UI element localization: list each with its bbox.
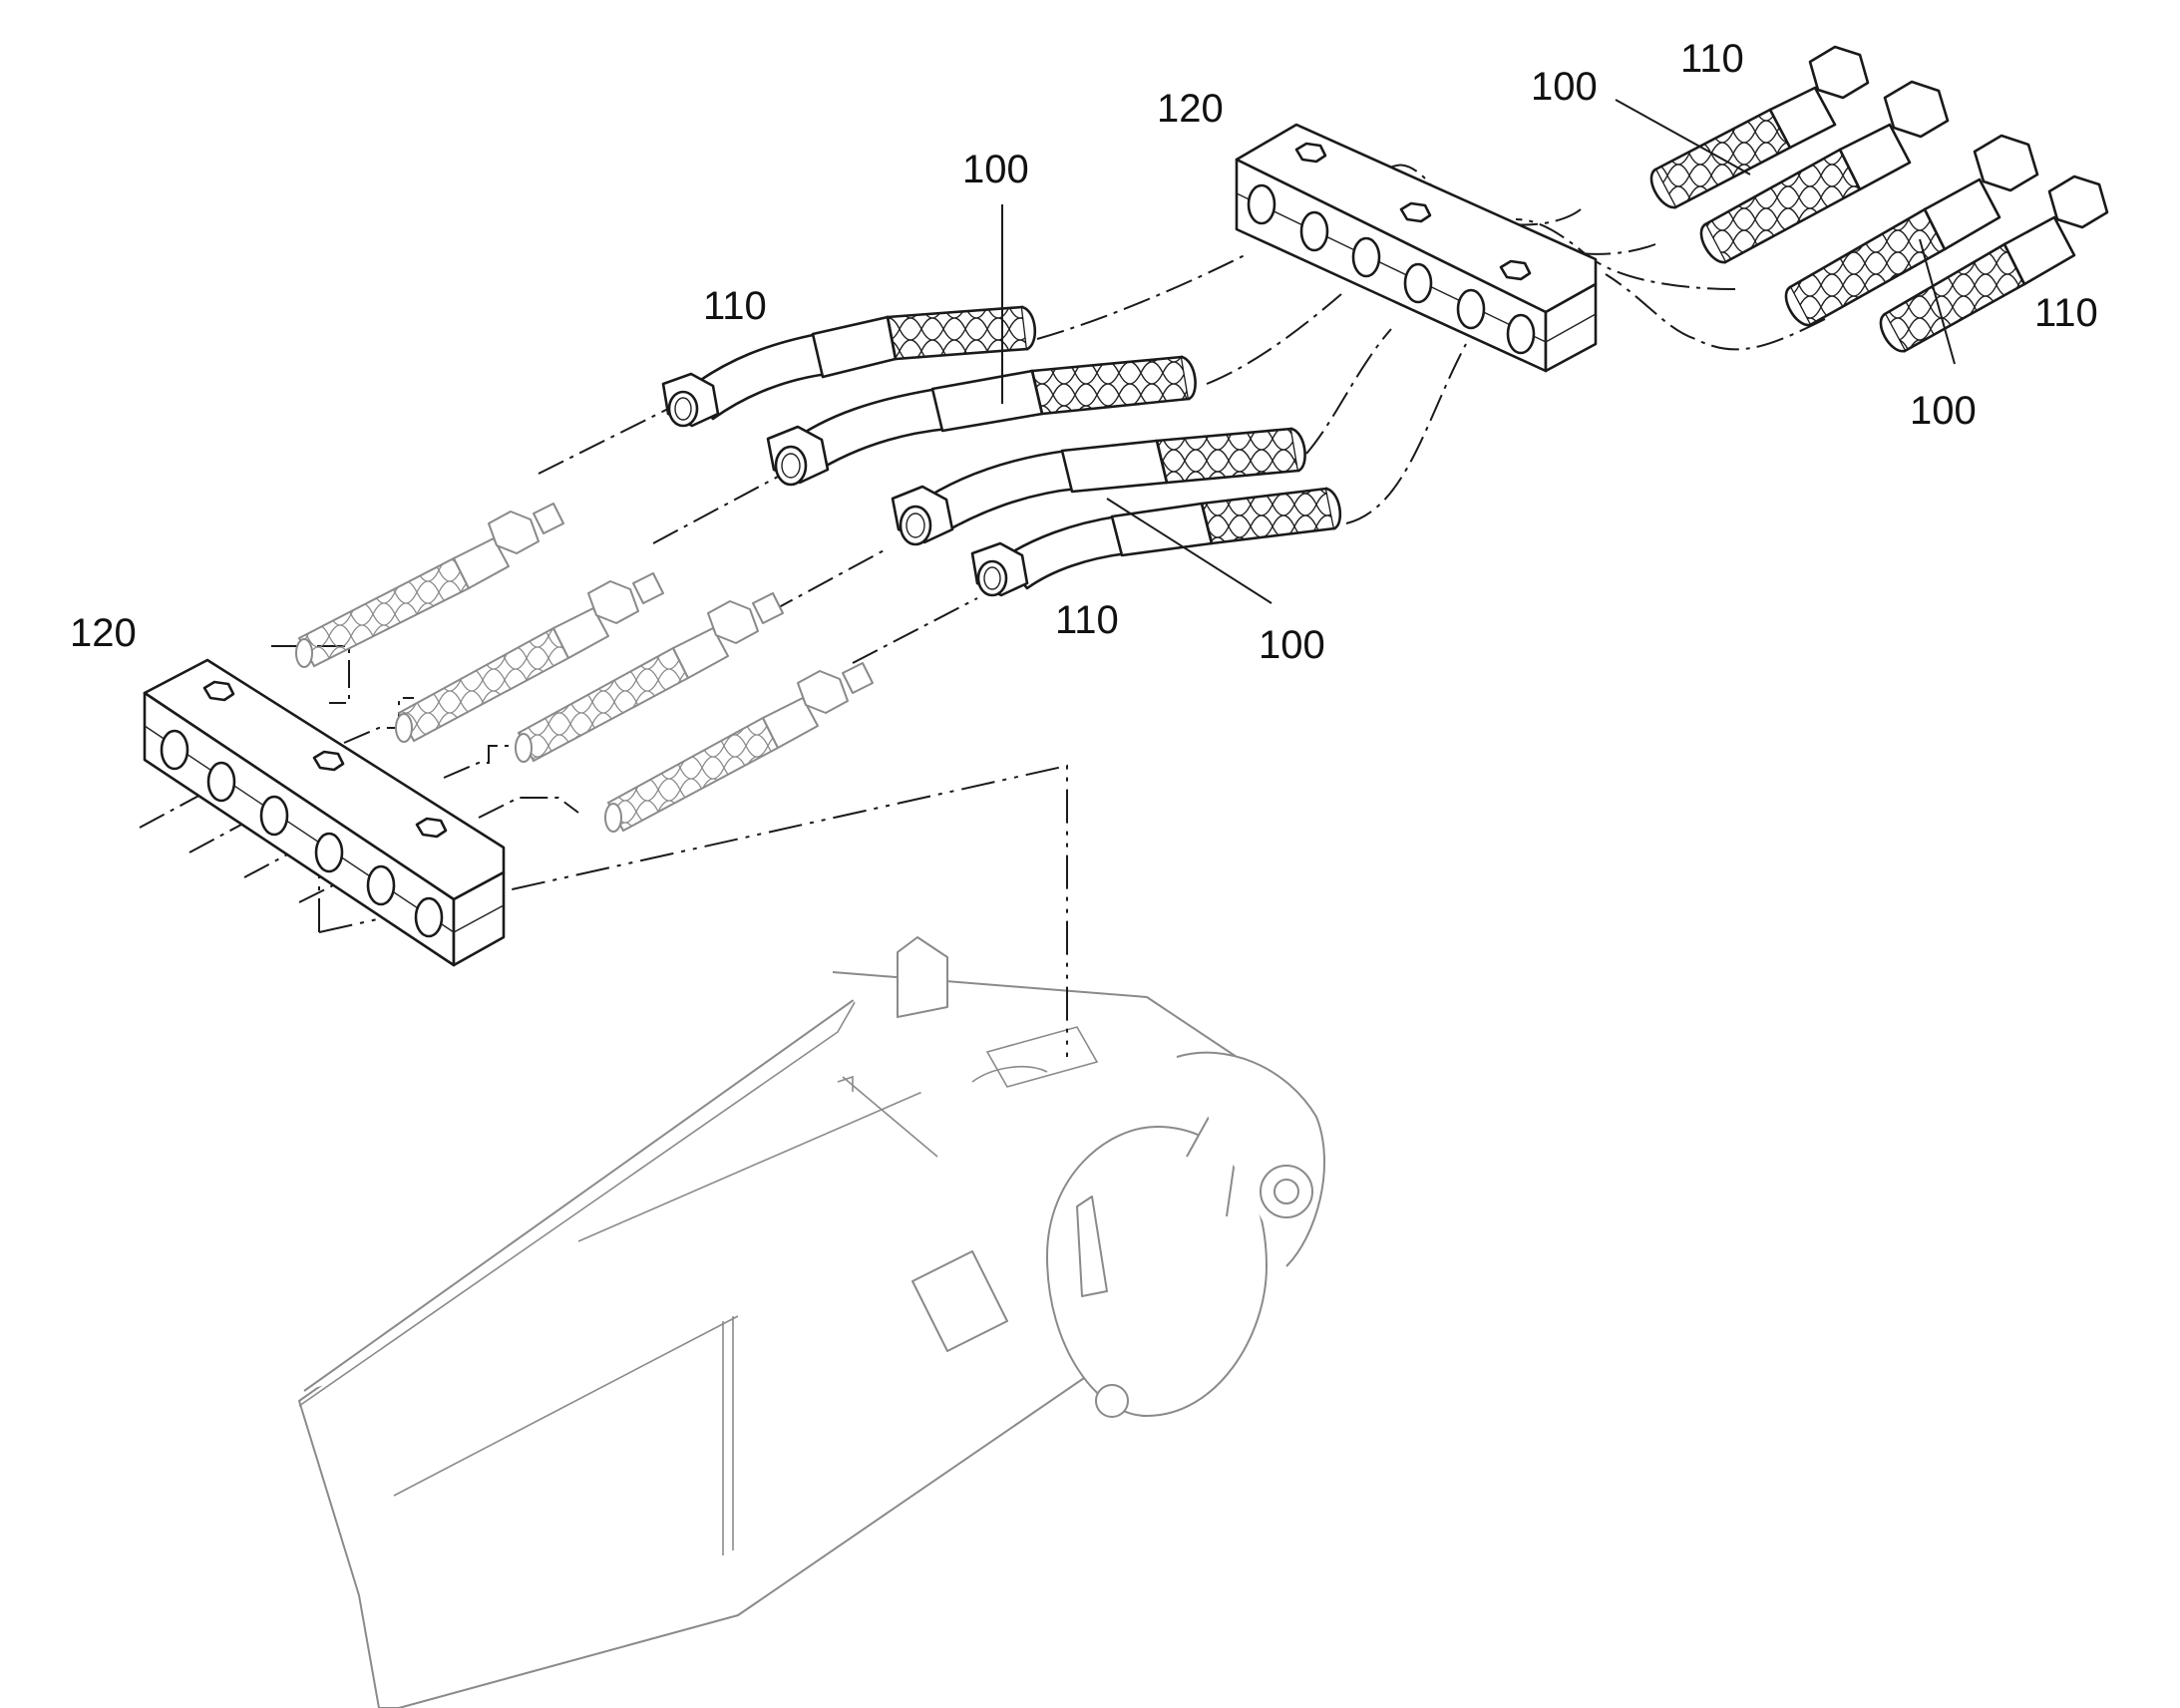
leader-lines xyxy=(1001,99,1956,604)
label-hose-right-bottom: 100 xyxy=(1910,389,1977,433)
label-fitting-mid-top: 110 xyxy=(703,284,767,328)
hoses-middle xyxy=(661,305,1342,597)
label-hose-mid-bottom: 100 xyxy=(1259,623,1325,667)
hose-right-4 xyxy=(1879,174,2109,353)
label-block-right: 120 xyxy=(1157,87,1224,131)
boom-arm xyxy=(298,936,1326,1708)
adapters-gray xyxy=(295,503,874,833)
hose-right-3 xyxy=(1784,134,2039,327)
hose-mid-1 xyxy=(661,305,1036,428)
hose-right-2 xyxy=(1699,80,1950,264)
hose-mid-3 xyxy=(891,427,1306,546)
label-block-left: 120 xyxy=(70,611,137,655)
reference-labels: 120 120 100 110 110 100 100 110 110 100 xyxy=(70,37,2098,667)
adapter-1 xyxy=(295,503,564,668)
clamp-block-left xyxy=(143,658,506,967)
adapter-3 xyxy=(515,592,784,763)
adapter-2 xyxy=(395,572,664,743)
label-hose-right-top: 100 xyxy=(1531,65,1598,109)
adapter-4 xyxy=(604,662,874,833)
label-hose-mid-top: 100 xyxy=(962,148,1029,191)
clamp-block-right xyxy=(1235,123,1598,373)
label-fitting-right-bottom: 110 xyxy=(2034,291,2098,335)
hose-mid-2 xyxy=(766,355,1197,487)
hoses-right xyxy=(1649,45,2109,353)
hose-mid-4 xyxy=(970,487,1342,597)
label-fitting-mid-bottom: 110 xyxy=(1055,598,1119,642)
label-fitting-right-top: 110 xyxy=(1680,37,1744,81)
